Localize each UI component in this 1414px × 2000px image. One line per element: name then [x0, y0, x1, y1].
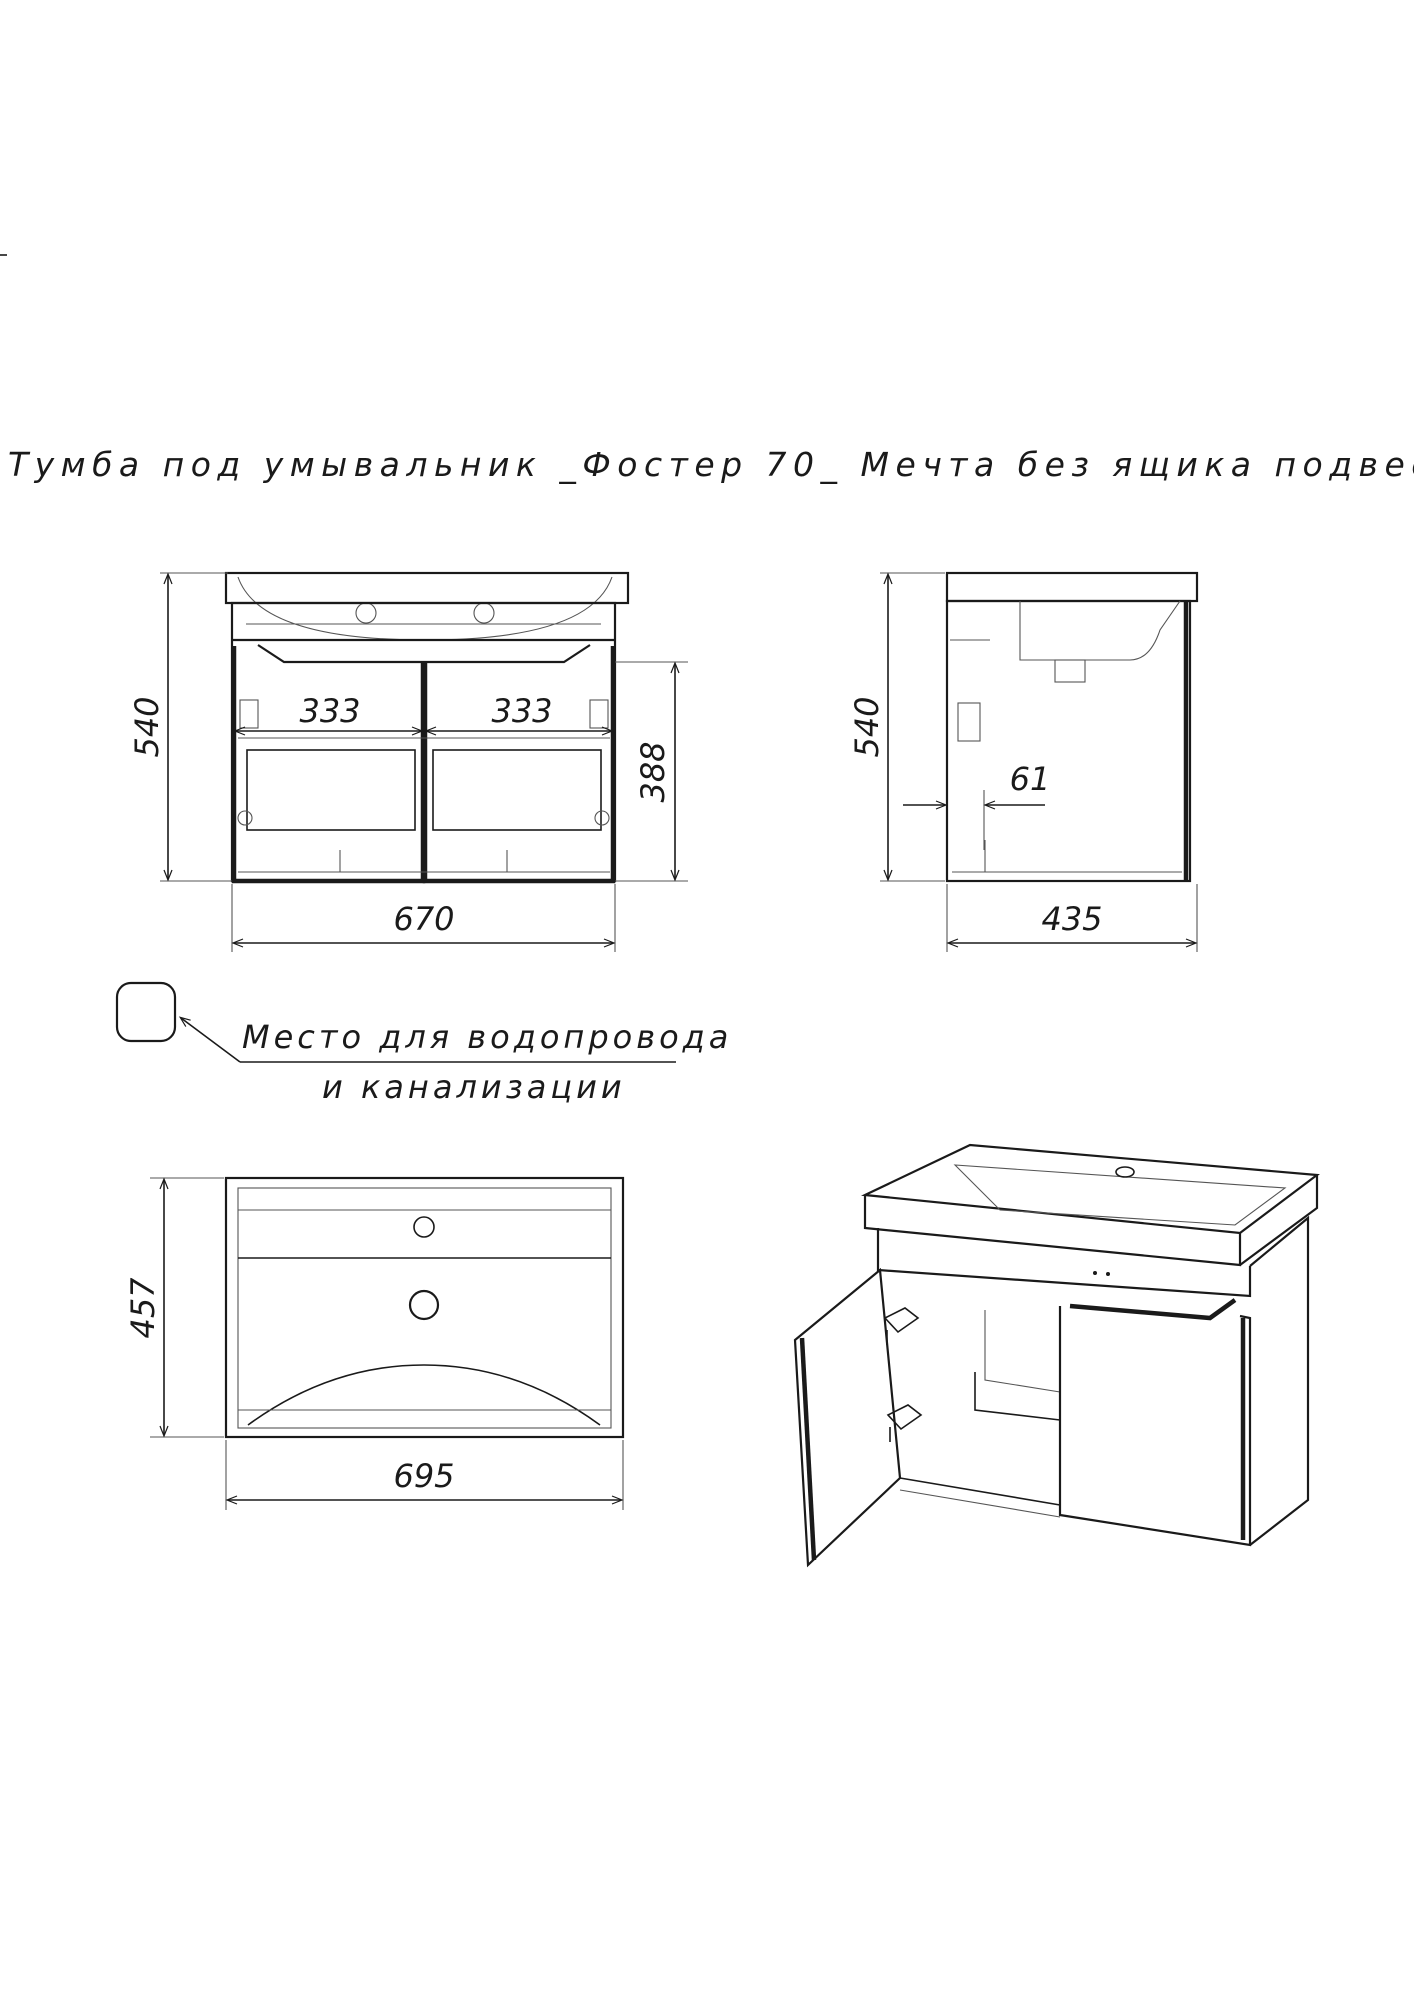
drawing-title: Тумба под умывальник _Фостер 70_ Мечта б…: [8, 444, 1414, 484]
front-dimensions: 540 388 333 333 670: [128, 572, 688, 952]
front-sink-top: [224, 571, 630, 605]
iso-dot-1: [1093, 1271, 1097, 1275]
front-tap-hole-right: [473, 602, 495, 624]
legend-leader: [178, 1016, 241, 1063]
top-inner: [237, 1187, 612, 1429]
top-view: [224, 1176, 625, 1439]
legend-line-1: Место для водопровода: [242, 1018, 732, 1056]
iso-sink-basin: [953, 1164, 1287, 1226]
iso-cabinet-front-top: [876, 1228, 1252, 1298]
iso-sink-front: [863, 1195, 1242, 1267]
iso-hinge-bottom: [886, 1404, 923, 1442]
front-handle: [257, 644, 591, 664]
side-sink-top: [945, 571, 1199, 603]
side-depth-label: 435: [1041, 900, 1102, 938]
iso-floor-edge: [899, 1489, 1061, 1518]
iso-sink-side: [1239, 1175, 1319, 1266]
iso-door-left-edge: [799, 1337, 817, 1561]
front-width-label: 670: [393, 900, 454, 938]
side-siphon: [1019, 600, 1181, 661]
front-tap-hole-left: [355, 602, 377, 624]
front-door-right: [422, 646, 616, 884]
legend-line-2: и канализации: [322, 1068, 626, 1106]
front-door-left: [231, 646, 426, 884]
front-hatch-right: [432, 749, 602, 831]
front-pipe-right: [594, 810, 610, 826]
top-basin-curve: [247, 1364, 601, 1426]
side-bracket: [957, 702, 981, 742]
top-depth-label: 457: [124, 1277, 162, 1339]
top-width-label: 695: [393, 1457, 454, 1495]
side-siphon-trap: [1054, 659, 1086, 683]
legend-hatch-swatch: [115, 981, 177, 1043]
iso-door-right: [1058, 1306, 1252, 1547]
side-dimensions: 540 61 435: [848, 572, 1198, 952]
top-drain-hole: [408, 1289, 440, 1321]
iso-interior-floor: [899, 1477, 1061, 1506]
iso-door-left: [793, 1267, 902, 1568]
door-left-width-label: 333: [299, 692, 360, 730]
door-right-width-label: 333: [491, 692, 552, 730]
iso-door-handle: [1069, 1298, 1237, 1321]
isometric-view: [793, 1143, 1320, 1568]
top-dimensions: 457 695: [124, 1177, 624, 1510]
side-height-label: 540: [848, 696, 886, 757]
side-offset-label: 61: [1010, 760, 1051, 798]
side-view: [945, 571, 1199, 883]
iso-sink-top-face: [860, 1143, 1320, 1235]
front-view: [224, 571, 630, 884]
iso-interior-back: [984, 1310, 1061, 1393]
door-height-label: 388: [634, 741, 672, 802]
legend: Место для водопровода и канализации: [115, 981, 732, 1106]
iso-cabinet-side: [1249, 1215, 1310, 1546]
front-hatch-left: [246, 749, 416, 831]
iso-interior-shelf: [974, 1372, 1061, 1421]
iso-dot-2: [1106, 1272, 1110, 1276]
iso-tap-hole: [1115, 1166, 1135, 1178]
front-height-label: 540: [128, 696, 166, 757]
top-tap-hole: [413, 1216, 435, 1238]
front-basin-curve: [237, 576, 613, 641]
front-hinge-right: [589, 699, 609, 729]
top-outline: [224, 1176, 625, 1439]
front-pipe-left: [237, 810, 253, 826]
iso-hinge-top: [883, 1307, 920, 1345]
front-hinge-left: [239, 699, 259, 729]
side-cabinet-body: [945, 599, 1192, 883]
